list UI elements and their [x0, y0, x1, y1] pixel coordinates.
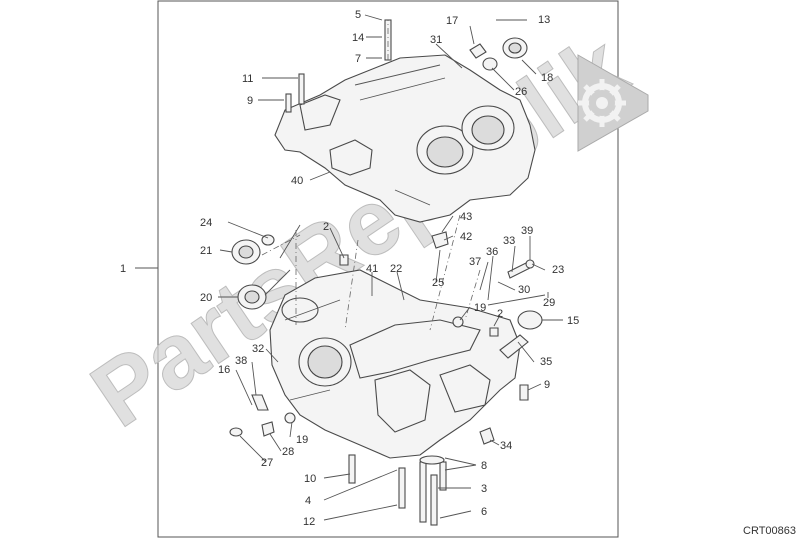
- callout-31: 31: [430, 34, 442, 46]
- callout-2-upper: 2: [323, 221, 329, 233]
- callout-39: 39: [521, 225, 533, 237]
- callout-42: 42: [460, 231, 472, 243]
- callout-26: 26: [515, 86, 527, 98]
- callout-labels: 5 14 7 11 9 17 13 31 18 26 40 43 42 24 2…: [120, 9, 579, 528]
- callout-36: 36: [486, 246, 498, 258]
- callout-11: 11: [242, 73, 253, 85]
- callout-23: 23: [552, 264, 564, 276]
- callout-7: 7: [355, 53, 361, 65]
- callout-3: 3: [481, 483, 487, 495]
- gear-icon: [577, 54, 649, 152]
- callout-25: 25: [432, 277, 444, 289]
- callout-22: 22: [390, 263, 402, 275]
- callout-27: 27: [261, 457, 273, 469]
- callout-2-lower: 2: [497, 308, 503, 320]
- callout-9: 9: [247, 95, 253, 107]
- callout-33: 33: [503, 235, 515, 247]
- diagram-frame: [157, 0, 619, 538]
- callout-40: 40: [291, 175, 303, 187]
- callout-14: 14: [352, 32, 364, 44]
- callout-41: 41: [366, 263, 378, 275]
- small-parts: [229, 37, 546, 445]
- callout-21: 21: [200, 245, 212, 257]
- callout-leaders: [135, 14, 563, 521]
- callout-15: 15: [567, 315, 579, 327]
- callout-5: 5: [355, 9, 361, 21]
- callout-20: 20: [200, 292, 212, 304]
- callout-30: 30: [518, 284, 530, 296]
- callout-8: 8: [481, 460, 487, 472]
- callout-43: 43: [460, 211, 472, 223]
- callout-29: 29: [543, 297, 555, 309]
- callout-18: 18: [541, 72, 553, 84]
- upper-crankcase-half: [274, 54, 536, 223]
- callout-9-lower: 9: [544, 379, 550, 391]
- callout-4: 4: [305, 495, 311, 507]
- diagram-code: CRT00863: [743, 525, 796, 537]
- callout-19-left: 19: [296, 434, 308, 446]
- callout-1: 1: [120, 263, 126, 275]
- lower-crankcase-half: [269, 269, 521, 459]
- callout-32: 32: [252, 343, 264, 355]
- callout-10: 10: [304, 473, 316, 485]
- callout-34: 34: [500, 440, 512, 452]
- axis-lines: [261, 20, 481, 331]
- callout-24: 24: [200, 217, 212, 229]
- callout-17: 17: [446, 15, 458, 27]
- callout-12: 12: [303, 516, 315, 528]
- callout-38: 38: [235, 355, 247, 367]
- callout-13: 13: [538, 14, 550, 26]
- callout-37: 37: [469, 256, 481, 268]
- bolts: [285, 19, 447, 526]
- callout-28: 28: [282, 446, 294, 458]
- callout-6: 6: [481, 506, 487, 518]
- callout-19-right: 19: [474, 302, 486, 314]
- callout-16: 16: [218, 364, 230, 376]
- callout-35: 35: [540, 356, 552, 368]
